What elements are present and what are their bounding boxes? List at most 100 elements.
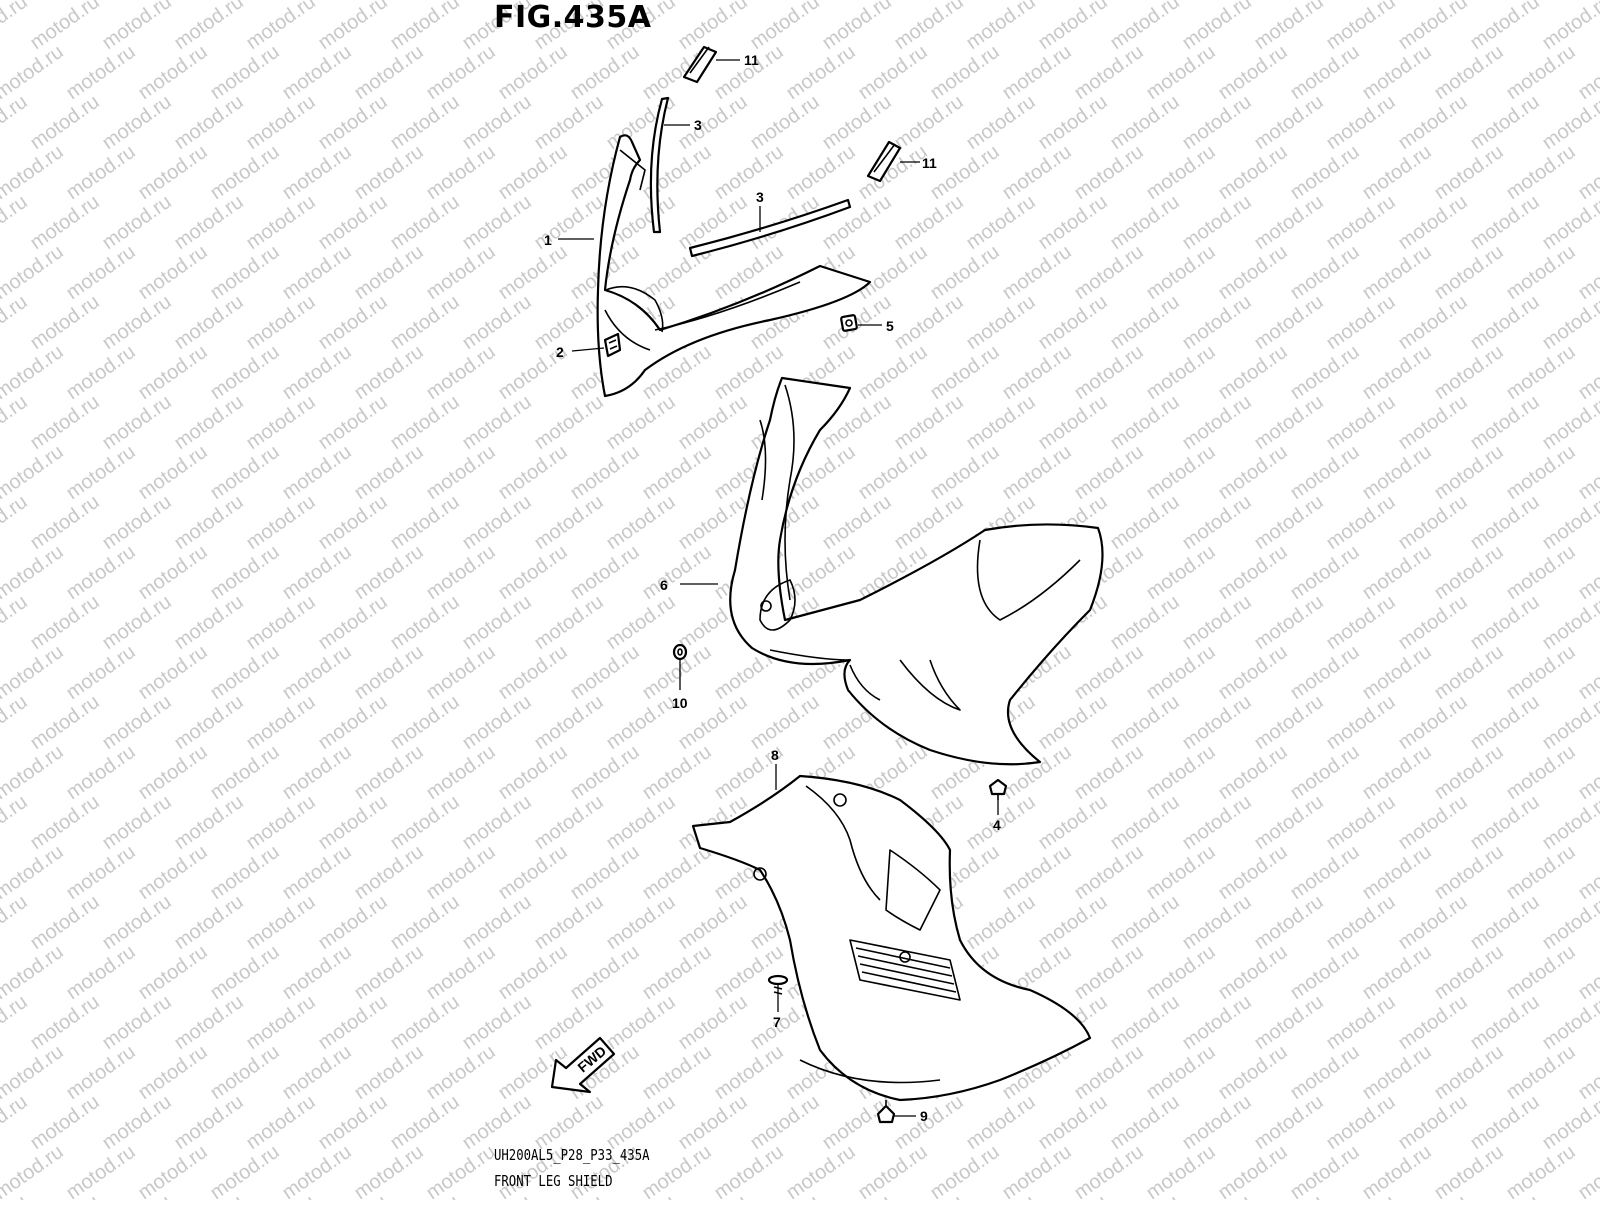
watermark-text: motod.ru (1502, 1141, 1579, 1200)
watermark-text: motod.ru (458, 191, 535, 254)
watermark-text: motod.ru (0, 191, 32, 254)
watermark-text: motod.ru (1286, 1141, 1363, 1200)
watermark-text: motod.ru (386, 91, 463, 154)
watermark-text: motod.ru (0, 441, 68, 504)
watermark-text: motod.ru (350, 841, 427, 904)
watermark-text: motod.ru (1250, 191, 1327, 254)
watermark-text: motod.ru (206, 841, 283, 904)
watermark-text: motod.ru (1502, 41, 1579, 104)
watermark-text: motod.ru (710, 141, 787, 204)
watermark-text: motod.ru (134, 441, 211, 504)
watermark-text: motod.ru (386, 0, 463, 54)
watermark-text: motod.ru (1034, 391, 1111, 454)
watermark-text: motod.ru (1214, 441, 1291, 504)
watermark-text: motod.ru (674, 1091, 751, 1154)
watermark-text: motod.ru (1502, 741, 1579, 804)
watermark-text: motod.ru (1250, 391, 1327, 454)
watermark-text: motod.ru (0, 841, 68, 904)
watermark-text: motod.ru (242, 791, 319, 854)
watermark-text: motod.ru (206, 641, 283, 704)
watermark-text: motod.ru (1142, 141, 1219, 204)
watermark-text: motod.ru (98, 491, 175, 554)
watermark-text: motod.ru (998, 1141, 1075, 1200)
watermark-text: motod.ru (278, 641, 355, 704)
part-7-screw (767, 974, 789, 998)
watermark-text: motod.ru (278, 1041, 355, 1104)
watermark-text: motod.ru (0, 741, 68, 804)
watermark-text: motod.ru (1358, 741, 1435, 804)
watermark-text: motod.ru (1430, 941, 1507, 1004)
watermark-text: motod.ru (206, 441, 283, 504)
watermark-text: motod.ru (422, 141, 499, 204)
watermark-text: motod.ru (1034, 91, 1111, 154)
watermark-text: motod.ru (458, 691, 535, 754)
watermark-text: motod.ru (206, 1141, 283, 1200)
watermark-text: motod.ru (1430, 1041, 1507, 1104)
watermark-text: motod.ru (1502, 641, 1579, 704)
watermark-text: motod.ru (0, 341, 68, 404)
watermark-text: motod.ru (1466, 1091, 1543, 1154)
leader-lines (558, 59, 999, 1117)
watermark-text: motod.ru (566, 441, 643, 504)
watermark-text: motod.ru (962, 91, 1039, 154)
watermark-text: motod.ru (998, 141, 1075, 204)
watermark-text: motod.ru (998, 41, 1075, 104)
watermark-text: motod.ru (98, 391, 175, 454)
watermark-text: motod.ru (854, 41, 931, 104)
watermark-text: motod.ru (98, 191, 175, 254)
watermark-text: motod.ru (530, 1091, 607, 1154)
watermark-text: motod.ru (134, 541, 211, 604)
watermark-text: motod.ru (98, 91, 175, 154)
watermark-text: motod.ru (890, 91, 967, 154)
callout-1: 1 (544, 232, 552, 248)
watermark-text: motod.ru (1034, 291, 1111, 354)
watermark-text: motod.ru (206, 341, 283, 404)
watermark-text: motod.ru (710, 41, 787, 104)
watermark-text: motod.ru (1286, 641, 1363, 704)
watermark-text: motod.ru (422, 1141, 499, 1200)
watermark-text: motod.ru (1178, 791, 1255, 854)
watermark-text: motod.ru (98, 791, 175, 854)
callout-8: 8 (771, 747, 779, 763)
watermark-text: motod.ru (386, 1091, 463, 1154)
watermark-text: motod.ru (602, 891, 679, 954)
watermark-text: motod.ru (26, 891, 103, 954)
watermark-text: motod.ru (1106, 291, 1183, 354)
watermark-text: motod.ru (890, 0, 967, 54)
watermark-text: motod.ru (458, 891, 535, 954)
watermark-text: motod.ru (314, 1091, 391, 1154)
watermark-text: motod.ru (1106, 991, 1183, 1054)
watermark-text: motod.ru (62, 741, 139, 804)
watermark-text: motod.ru (1034, 1191, 1111, 1200)
watermark-text: motod.ru (206, 1041, 283, 1104)
watermark-text: motod.ru (458, 791, 535, 854)
watermark-text: motod.ru (350, 941, 427, 1004)
watermark-text: motod.ru (1034, 691, 1111, 754)
watermark-text: motod.ru (530, 1191, 607, 1200)
watermark-text: motod.ru (458, 291, 535, 354)
watermark-text: motod.ru (1322, 491, 1399, 554)
watermark-text: motod.ru (1466, 91, 1543, 154)
watermark-text: motod.ru (170, 191, 247, 254)
watermark-text: motod.ru (530, 791, 607, 854)
watermark-text: motod.ru (0, 891, 32, 954)
watermark-text: motod.ru (422, 341, 499, 404)
callout-9: 9 (920, 1108, 928, 1124)
watermark-text: motod.ru (782, 1141, 859, 1200)
watermark-text: motod.ru (134, 241, 211, 304)
watermark-text: motod.ru (1574, 0, 1600, 4)
callout-5: 5 (886, 318, 894, 334)
watermark-text: motod.ru (1466, 791, 1543, 854)
watermark-text: motod.ru (458, 1191, 535, 1200)
watermark-text: motod.ru (1286, 341, 1363, 404)
figure-code: UH200AL5_P28_P33_435A (494, 1146, 650, 1164)
part-4-screw (988, 778, 1008, 800)
watermark-text: motod.ru (1070, 741, 1147, 804)
watermark-text: motod.ru (0, 91, 32, 154)
watermark-text: motod.ru (1106, 191, 1183, 254)
watermark-text: motod.ru (0, 991, 32, 1054)
watermark-text: motod.ru (170, 591, 247, 654)
watermark-text: motod.ru (1142, 741, 1219, 804)
watermark-text: motod.ru (890, 391, 967, 454)
watermark-text: motod.ru (350, 741, 427, 804)
